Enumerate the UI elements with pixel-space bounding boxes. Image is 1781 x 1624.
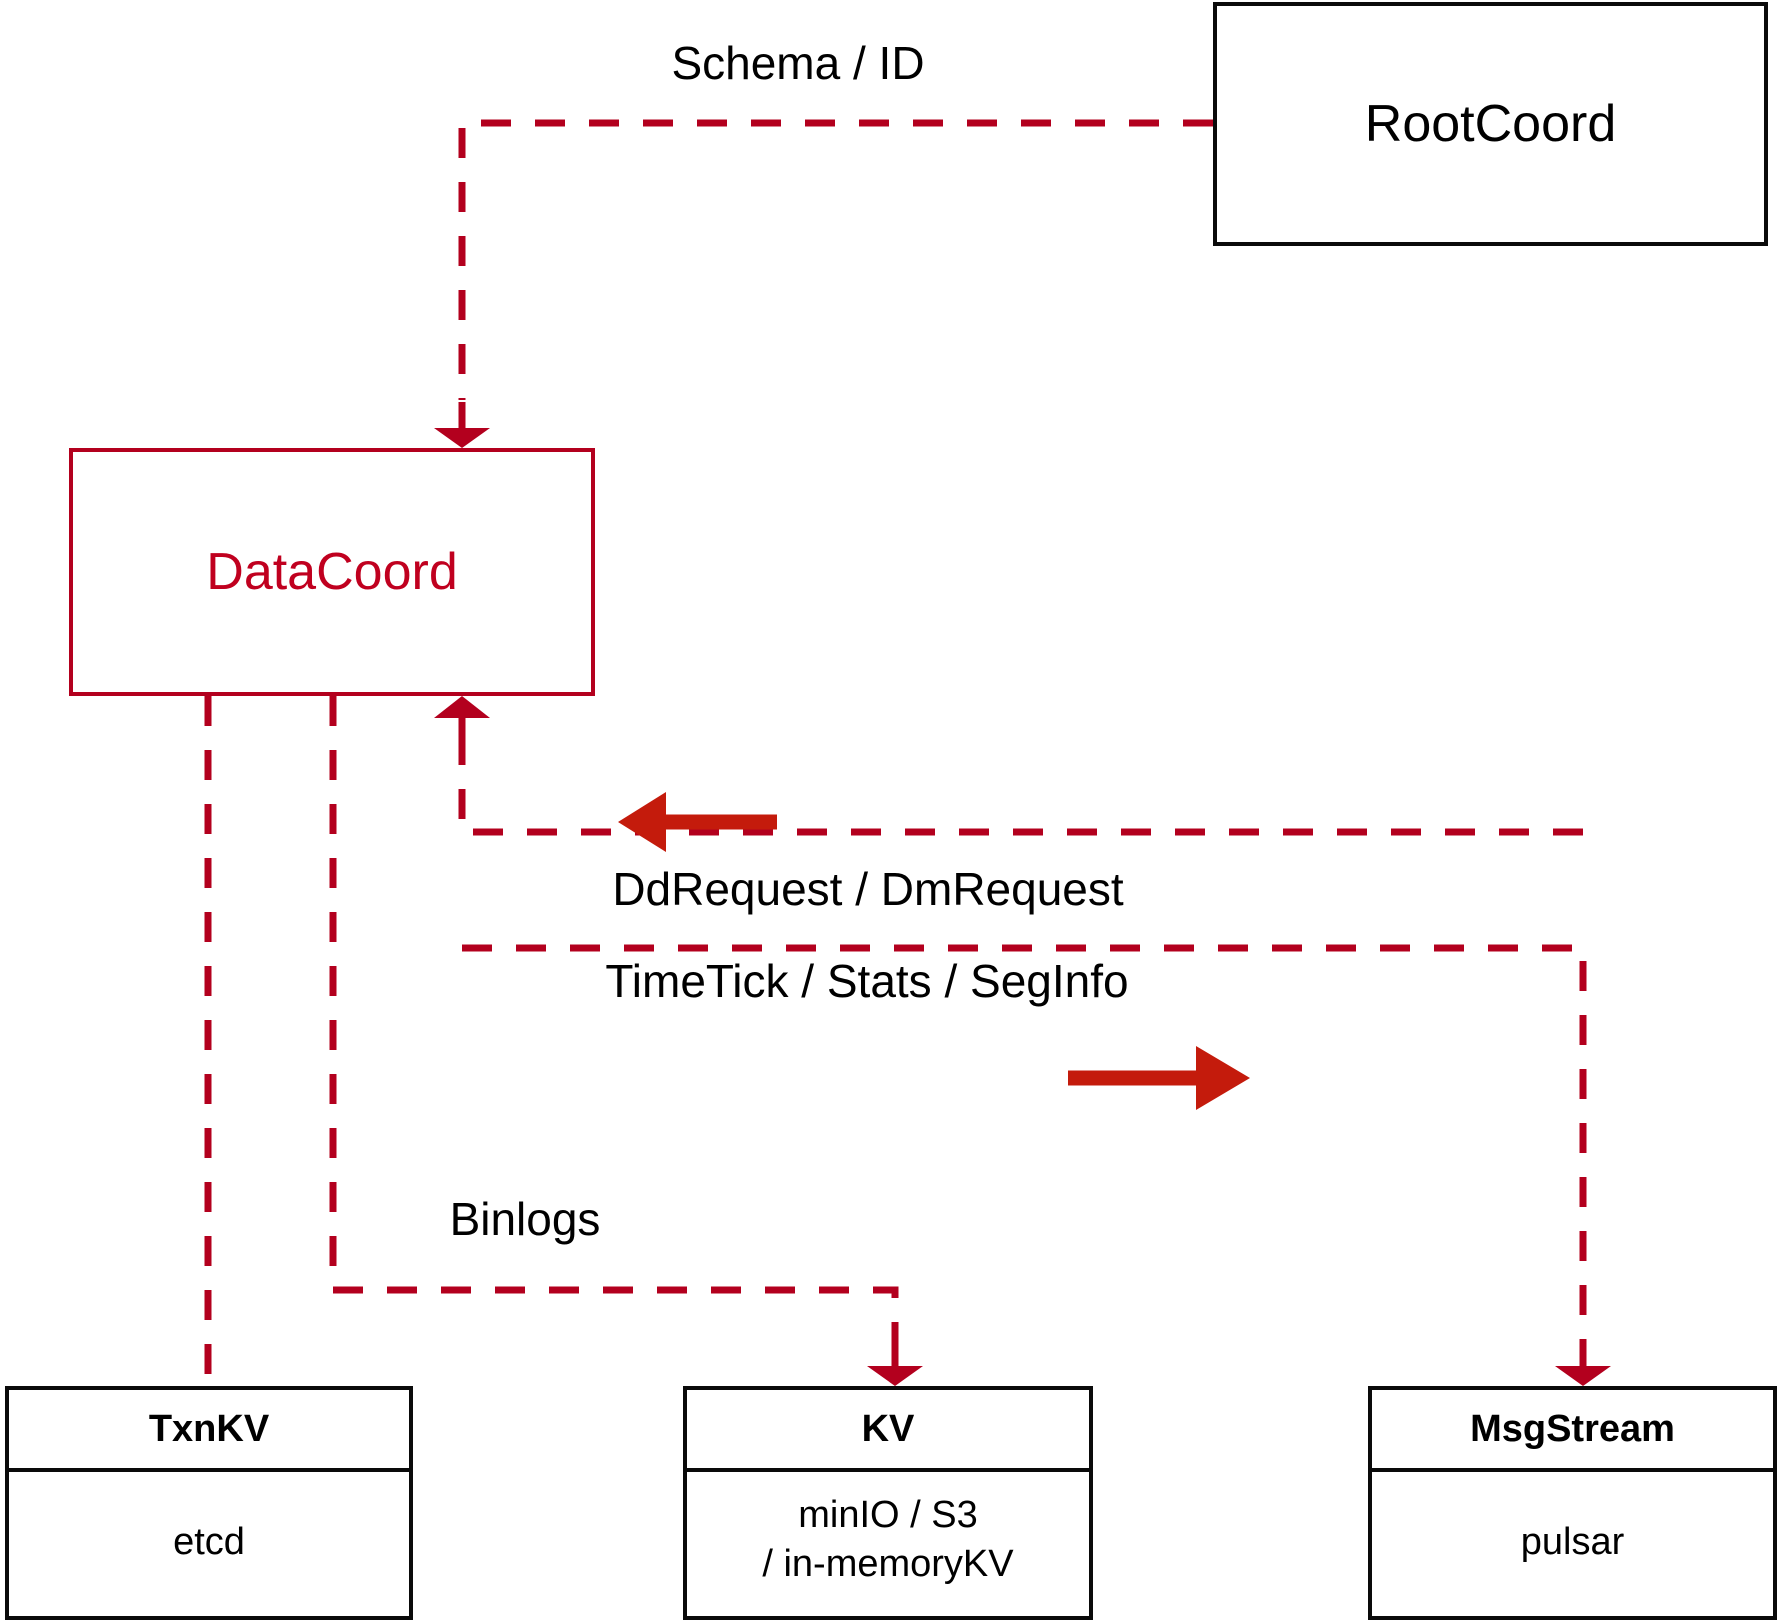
node-txnkv-body: etcd	[9, 1468, 409, 1616]
node-msgstream-title: MsgStream	[1470, 1408, 1675, 1450]
node-kv-header: KV	[687, 1390, 1089, 1468]
node-msgstream-body: pulsar	[1372, 1468, 1773, 1616]
edge-label-timetick-stats-seginfo: TimeTick / Stats / SegInfo	[605, 955, 1129, 1007]
edge-msgstream-to-datacoord	[434, 696, 1583, 836]
edge-rootcoord-to-datacoord	[434, 119, 1213, 448]
node-txnkv-subtitle: etcd	[173, 1520, 245, 1563]
node-datacoord[interactable]: DataCoord	[69, 448, 595, 696]
node-kv-body: minIO / S3 / in-memoryKV	[687, 1464, 1089, 1616]
node-datacoord-label: DataCoord	[206, 543, 458, 601]
inbound-direction-arrow-icon	[618, 792, 777, 852]
node-rootcoord-label: RootCoord	[1364, 95, 1617, 153]
edge-label-ddrequest-dmrequest: DdRequest / DmRequest	[612, 863, 1124, 915]
node-msgstream[interactable]: MsgStream pulsar	[1368, 1386, 1777, 1620]
edge-label-schema-id: Schema / ID	[671, 37, 925, 89]
node-txnkv-title: TxnKV	[148, 1408, 270, 1450]
edge-datacoord-to-msgstream	[462, 944, 1611, 1386]
node-kv-divider	[687, 1468, 1089, 1472]
node-kv[interactable]: KV minIO / S3 / in-memoryKV	[683, 1386, 1093, 1620]
node-kv-title: KV	[861, 1408, 915, 1450]
node-txnkv-divider	[9, 1468, 409, 1472]
node-msgstream-header: MsgStream	[1372, 1390, 1773, 1468]
node-rootcoord[interactable]: RootCoord	[1213, 2, 1768, 246]
node-txnkv-header: TxnKV	[9, 1390, 409, 1468]
outbound-direction-arrow-icon	[1068, 1046, 1250, 1110]
edge-datacoord-to-kv	[329, 696, 923, 1386]
node-msgstream-divider	[1372, 1468, 1773, 1472]
node-kv-subtitle-line-2: / in-memoryKV	[762, 1543, 1014, 1585]
node-msgstream-subtitle: pulsar	[1520, 1520, 1625, 1563]
edge-label-binlogs: Binlogs	[449, 1193, 601, 1245]
node-txnkv[interactable]: TxnKV etcd	[5, 1386, 413, 1620]
node-kv-subtitle-line-1: minIO / S3	[798, 1494, 978, 1537]
